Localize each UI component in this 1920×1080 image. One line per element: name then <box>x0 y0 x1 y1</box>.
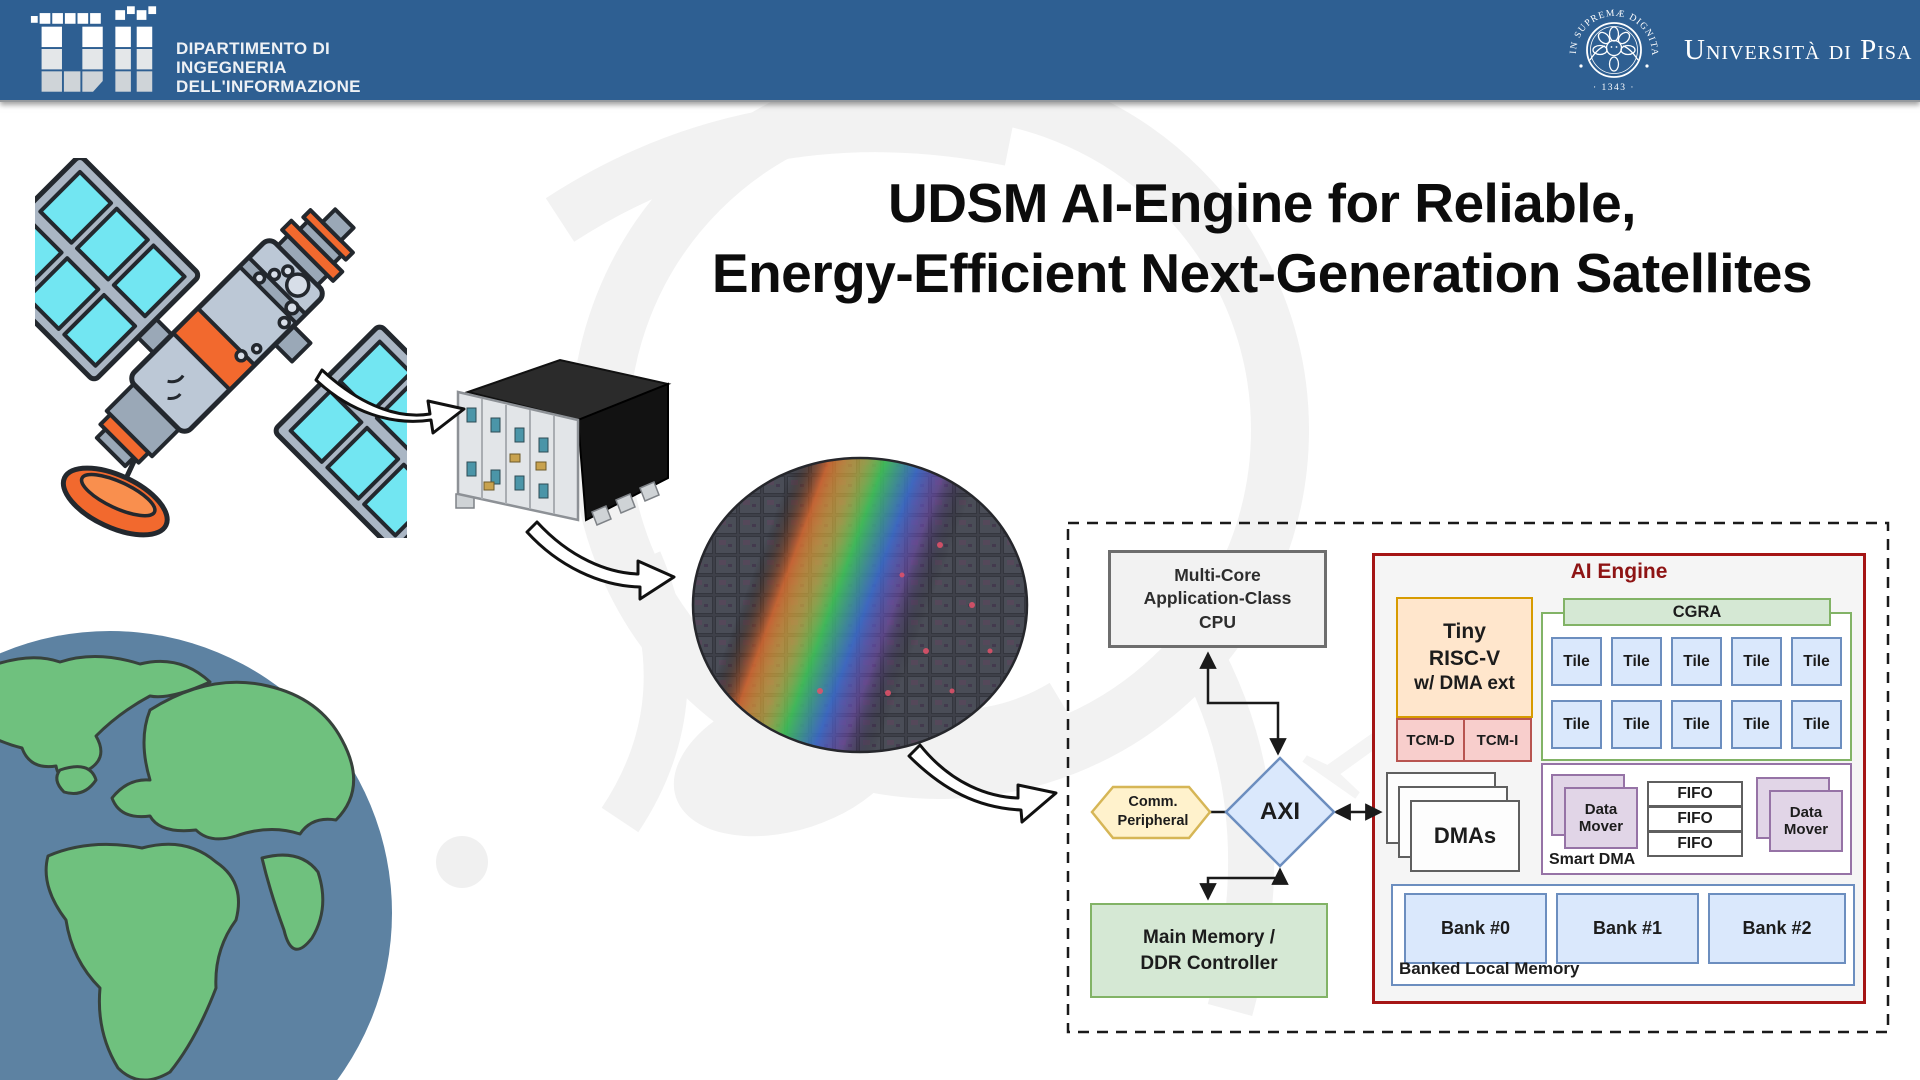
cgra-tile: Tile <box>1731 637 1782 686</box>
cgra-tile: Tile <box>1551 700 1602 749</box>
satellite-illustration <box>35 158 407 538</box>
university-seal: IN SUPREMÆ DIGNITATIS · 1343 · <box>1568 4 1659 93</box>
slide-title: UDSM AI-Engine for Reliable, Energy-Effi… <box>402 168 1920 308</box>
axi-label: AXI <box>1259 798 1300 825</box>
smart-dma-title: Smart DMA <box>1549 851 1636 868</box>
earth-illustration <box>0 631 392 1080</box>
department-name-line: DIPARTIMENTO DI <box>176 39 331 58</box>
main-memory-line: DDR Controller <box>1140 952 1278 974</box>
cgra-tile: Tile <box>1611 700 1662 749</box>
cpu-label-line: CPU <box>1199 611 1236 632</box>
tcm-d-box: TCM-D <box>1396 718 1465 762</box>
riscv-box: Tiny RISC-V w/ DMA ext <box>1396 597 1533 718</box>
header-bar: DIPARTIMENTO DI INGEGNERIA DELL'INFORMAZ… <box>0 0 1920 102</box>
department-name-line: INGEGNERIA <box>176 58 287 77</box>
department-name: DIPARTIMENTO DI INGEGNERIA DELL'INFORMAZ… <box>176 39 361 96</box>
slide-title-line1: UDSM AI-Engine for Reliable, <box>888 172 1636 234</box>
fifo-box: FIFO <box>1647 781 1743 807</box>
comm-line: Comm. <box>1128 794 1178 811</box>
cgra-tile: Tile <box>1611 637 1662 686</box>
dmas-box: DMAs <box>1410 800 1520 872</box>
cgra-tile: Tile <box>1671 637 1722 686</box>
cgra-title: CGRA <box>1563 598 1831 626</box>
cgra-tile: Tile <box>1791 700 1842 749</box>
cgra-tile: Tile <box>1551 637 1602 686</box>
cgra-tile: Tile <box>1791 637 1842 686</box>
riscv-line: w/ DMA ext <box>1414 673 1515 695</box>
comm-peripheral-label: Comm. Peripheral <box>1100 792 1206 832</box>
bank-box: Bank #2 <box>1708 893 1846 964</box>
svg-text:IN SUPREMÆ DIGNITATIS: IN SUPREMÆ DIGNITATIS <box>1568 4 1659 56</box>
comm-line: Peripheral <box>1117 813 1189 829</box>
cpu-label-line: Application-Class <box>1143 588 1292 609</box>
ai-engine-title: AI Engine <box>1570 560 1668 583</box>
cpu-label-line: Multi-Core <box>1174 564 1261 585</box>
data-mover-left: Data Mover <box>1564 787 1638 849</box>
cgra-tile: Tile <box>1731 700 1782 749</box>
slide-title-line2: Energy-Efficient Next-Generation Satelli… <box>711 242 1813 304</box>
department-name-line: DELL'INFORMAZIONE <box>176 77 361 96</box>
seal-year: · 1343 · <box>1593 83 1635 93</box>
dii-logo <box>30 6 157 92</box>
fifo-box: FIFO <box>1647 806 1743 832</box>
seal-motto: IN SUPREMÆ DIGNITATIS <box>1568 4 1658 56</box>
banked-memory-title: Banked Local Memory <box>1399 959 1580 978</box>
university-name: Università di Pisa <box>1684 34 1913 66</box>
data-mover-right: Data Mover <box>1769 790 1843 852</box>
cpu-box: Multi-Core Application-Class CPU <box>1108 550 1327 648</box>
onboard-computer-image <box>455 358 672 526</box>
riscv-line: RISC-V <box>1428 647 1501 671</box>
bank-box: Bank #1 <box>1556 893 1699 964</box>
tcm-i-box: TCM-I <box>1463 718 1532 762</box>
cgra-tile: Tile <box>1671 700 1722 749</box>
wafer-image <box>691 456 1029 754</box>
main-memory-box: Main Memory / DDR Controller <box>1090 903 1328 998</box>
bank-box: Bank #0 <box>1404 893 1547 964</box>
main-memory-line: Main Memory / <box>1143 926 1275 948</box>
riscv-line: Tiny <box>1443 619 1486 643</box>
